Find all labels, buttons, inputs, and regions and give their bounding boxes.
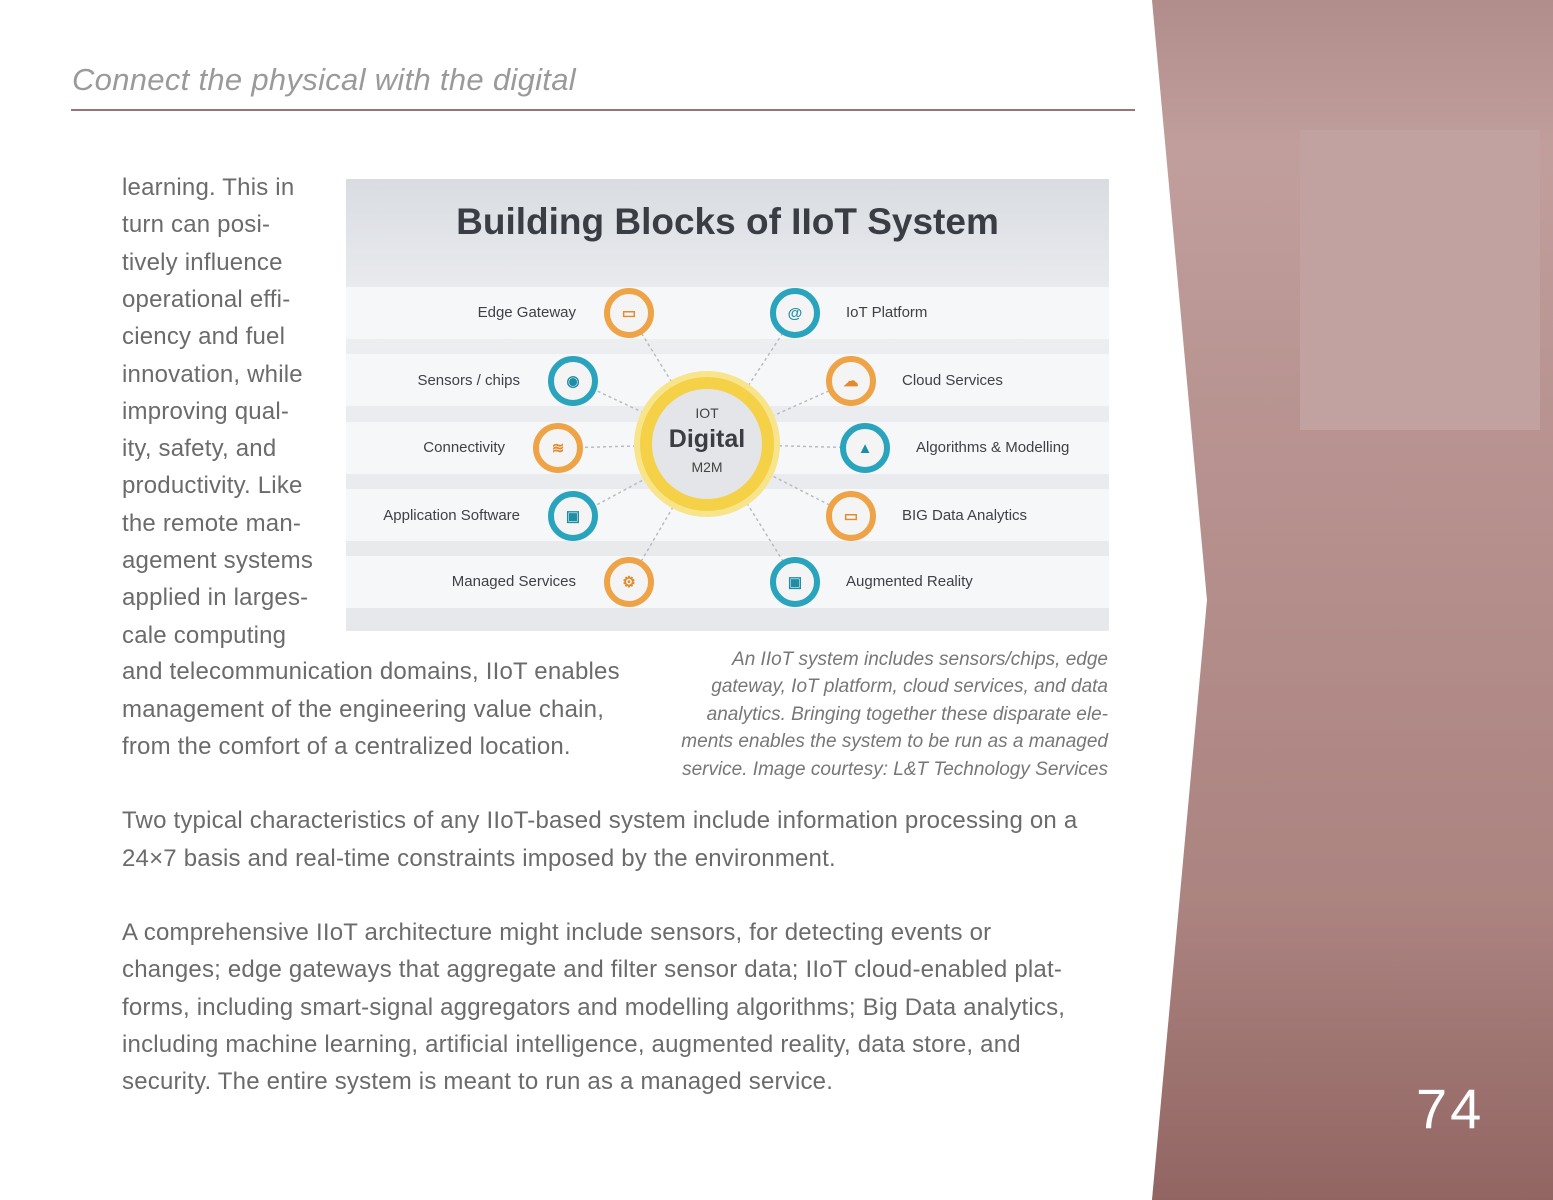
center-bottom-label: M2M <box>691 459 723 475</box>
block-label: Edge Gateway <box>477 304 576 321</box>
text-line: and telecommunication domains, IIoT enab… <box>122 658 620 685</box>
block-icon: ◉ <box>548 356 598 406</box>
block-icon: ▣ <box>770 557 820 607</box>
text-line: turn can posi- <box>122 211 271 239</box>
block-label: Managed Services <box>451 573 576 590</box>
text-line: A comprehensive IIoT architecture might … <box>122 919 992 946</box>
text-line: An IIoT system includes sensors/chips, e… <box>732 649 1108 670</box>
center-top-label: IOT <box>695 405 719 421</box>
block-label: Cloud Services <box>902 372 1003 389</box>
text-line: applied in larges- <box>122 584 309 612</box>
text-line: changes; edge gateways that aggregate an… <box>122 956 1063 984</box>
text-line: cale computing <box>122 621 287 649</box>
text-line: service. Image courtesy: L&T Technology … <box>682 758 1108 780</box>
block-icon: ☁ <box>826 356 876 406</box>
section-header: Connect the physical with the digital <box>72 62 576 97</box>
text-line: productivity. Like <box>122 472 303 500</box>
block-label: IoT Platform <box>846 304 928 321</box>
block-label: Application Software <box>383 507 520 524</box>
block-icon: ⚙ <box>604 557 654 607</box>
text-line: gateway, IoT platform, cloud services, a… <box>711 676 1108 698</box>
block-icon: ▭ <box>604 288 654 338</box>
text-line: innovation, while <box>122 360 303 388</box>
block-icon: ▣ <box>548 491 598 541</box>
block-label: BIG Data Analytics <box>902 507 1028 524</box>
block-label: Augmented Reality <box>846 573 973 590</box>
text-line: Two typical characteristics of any IIoT-… <box>122 807 1078 834</box>
text-line: agement systems <box>122 547 314 574</box>
block-label: Connectivity <box>423 439 505 456</box>
page-number: 74 <box>1416 1077 1485 1140</box>
text-line: analytics. Bringing together these dispa… <box>706 703 1108 725</box>
block-label: Sensors / chips <box>417 372 520 389</box>
block-icon: ≋ <box>533 423 583 473</box>
center-main-label: Digital <box>668 425 746 453</box>
text-line: the remote man- <box>122 509 302 537</box>
block-icon: @ <box>770 288 820 338</box>
text-line: management of the engineering value chai… <box>122 695 605 723</box>
iiot-building-blocks-figure: Building Blocks of IIoT System ▭ Edge Gat… <box>346 179 1109 631</box>
header-rule <box>71 109 1135 111</box>
text-line: 24×7 basis and real-time constraints imp… <box>122 844 836 872</box>
text-line: operational effi- <box>122 285 291 313</box>
block-label: Algorithms & Modelling <box>916 439 1070 456</box>
text-line: from the comfort of a centralized locati… <box>122 733 571 760</box>
text-line: tively influence <box>122 248 283 276</box>
text-line: including machine learning, artificial i… <box>122 1030 1021 1058</box>
text-line: forms, including smart-signal aggregator… <box>122 993 1066 1021</box>
text-line: learning. This in <box>122 174 295 201</box>
figure-title: Building Blocks of IIoT System <box>456 201 999 242</box>
center-hub: IOT Digital M2M <box>640 377 774 511</box>
text-line: ments enables the system to be run as a … <box>681 731 1108 753</box>
text-line: improving qual- <box>122 397 290 425</box>
text-line: security. The entire system is meant to … <box>122 1068 834 1096</box>
text-line: ciency and fuel <box>122 323 286 351</box>
text-line: ity, safety, and <box>122 435 277 463</box>
block-icon: ▲ <box>840 423 890 473</box>
block-icon: ▭ <box>826 491 876 541</box>
